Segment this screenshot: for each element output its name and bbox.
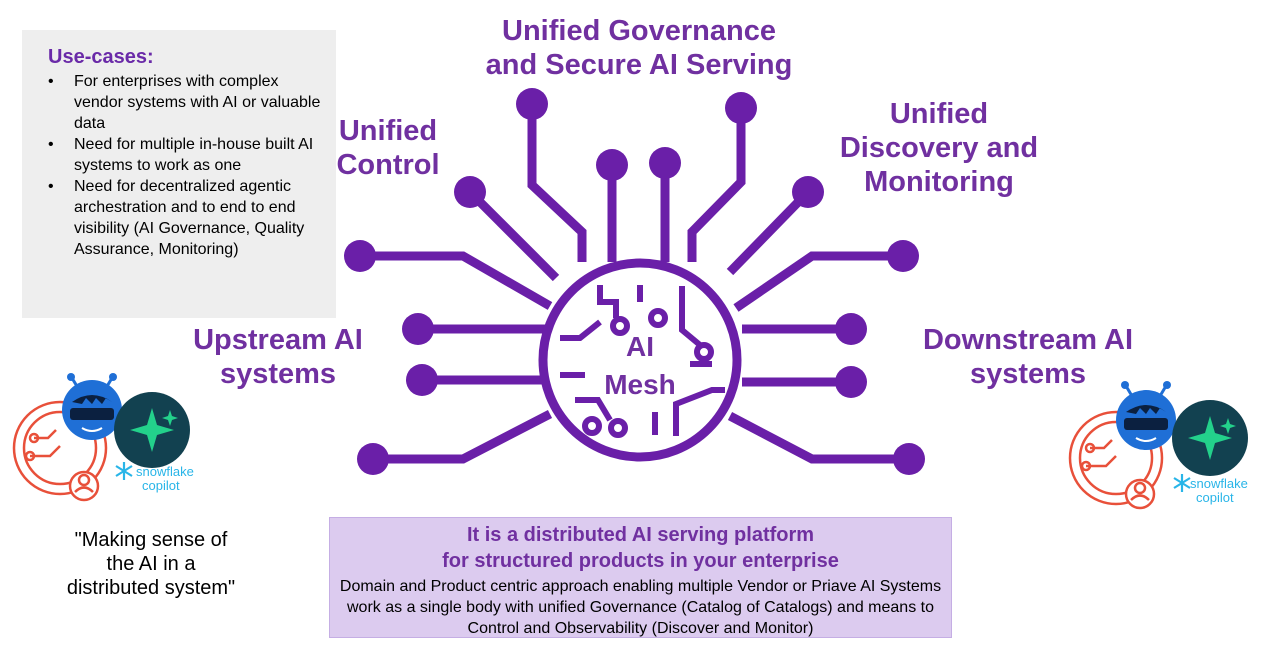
summary-title-line2: for structured products in your enterpri…	[442, 550, 839, 572]
usecase-item: For enterprises with complex vendor syst…	[48, 71, 326, 134]
copilot-icon	[114, 392, 190, 468]
inner-trace-4	[560, 319, 602, 341]
robot-icon	[62, 373, 122, 440]
connector-upper-right	[726, 188, 812, 276]
connector-left-4	[373, 410, 553, 464]
node-top-2	[596, 149, 628, 181]
node-right-2	[835, 313, 867, 345]
mesh-center-ring	[538, 258, 742, 462]
node-left-1	[344, 240, 376, 272]
usecases-panel: Use-cases: For enterprises with complex …	[22, 30, 336, 318]
snowflake-word: snowflake	[1190, 476, 1248, 491]
node-right-1	[887, 240, 919, 272]
usecase-item: Need for decentralized agentic archestra…	[48, 176, 326, 260]
node-top-1	[516, 88, 548, 120]
ai-agents-logo-right	[1068, 381, 1248, 510]
mesh-label-line2: Mesh	[604, 369, 676, 400]
snowflake-icon	[115, 462, 133, 480]
inner-node-4	[582, 416, 602, 436]
inner-trace-3	[679, 286, 702, 348]
snowflake-icon	[1173, 474, 1191, 492]
heading-control: Unified Control	[336, 115, 440, 181]
node-right-4	[893, 443, 925, 475]
snowflake-word: snowflake	[136, 464, 194, 479]
inner-trace-6	[575, 397, 613, 422]
circuit-person-icon	[12, 400, 108, 502]
summary-body: Domain and Product centric approach enab…	[339, 578, 942, 637]
node-right-3	[835, 366, 867, 398]
inner-node-5	[608, 418, 628, 438]
connector-top-1	[527, 104, 587, 262]
node-left-2	[402, 313, 434, 345]
connector-right-1	[733, 251, 903, 312]
inner-node-1	[610, 316, 630, 336]
node-left-4	[357, 443, 389, 475]
connector-upper-left	[466, 188, 560, 282]
copilot-word: copilot	[1196, 490, 1234, 505]
snowflake-wordmark-right: snowflake copilot	[1190, 477, 1248, 505]
circuit-person-icon	[1068, 410, 1164, 510]
summary-panel: It is a distributed AI serving platform …	[329, 517, 952, 638]
inner-trace-8	[673, 387, 725, 436]
heading-governance: Unified Governance and Secure AI Serving	[485, 15, 793, 81]
inner-node-2	[648, 308, 668, 328]
mesh-label-line1: AI	[626, 331, 654, 362]
ai-agents-logo-left	[12, 373, 190, 502]
node-top-3	[649, 147, 681, 179]
connector-top-4	[687, 110, 746, 262]
connector-right-4	[727, 412, 909, 464]
copilot-word: copilot	[142, 478, 180, 493]
heading-discovery: Unified Discovery and Monitoring	[839, 98, 1039, 198]
copilot-icon	[1172, 400, 1248, 476]
robot-icon	[1116, 381, 1176, 450]
inner-trace-1	[597, 285, 619, 318]
heading-upstream: Upstream AI systems	[193, 324, 363, 390]
node-top-4	[725, 92, 757, 124]
usecases-list: For enterprises with complex vendor syst…	[48, 71, 326, 260]
heading-downstream: Downstream AI systems	[922, 324, 1134, 390]
snowflake-wordmark-left: snowflake copilot	[136, 465, 194, 493]
usecases-title: Use-cases:	[48, 46, 154, 68]
connector-left-1	[360, 251, 553, 310]
node-left-3	[406, 364, 438, 396]
inner-node-3	[694, 342, 714, 362]
summary-title-line1: It is a distributed AI serving platform	[466, 524, 815, 546]
node-upper-left	[454, 176, 486, 208]
node-upper-right	[792, 176, 824, 208]
tagline-quote: "Making sense of the AI in a distributed…	[66, 529, 236, 599]
usecase-item: Need for multiple in-house built AI syst…	[48, 134, 326, 176]
